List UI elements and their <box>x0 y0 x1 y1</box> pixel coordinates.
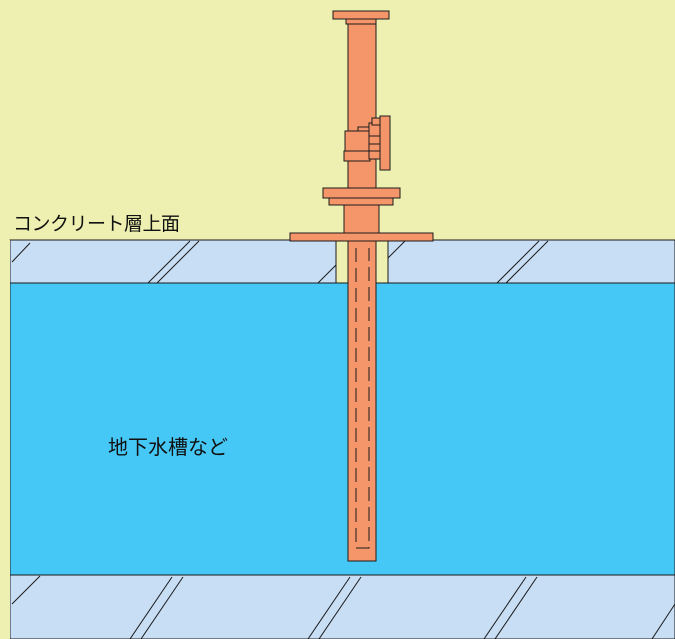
vertical-pump-icon <box>289 10 434 562</box>
tank-label: 地下水槽など <box>108 435 228 459</box>
upper-slab-hatching <box>11 240 549 284</box>
water-tank <box>9 282 675 576</box>
left-edge <box>0 240 10 639</box>
submerged-pipe <box>347 240 377 562</box>
upper-column <box>347 23 377 189</box>
base-plate <box>289 232 434 242</box>
motor-icon <box>343 115 391 171</box>
concrete-top-label: コンクリート層上面 <box>13 213 180 235</box>
lower-slab-hatching <box>11 575 675 639</box>
inner-shaft-dashed <box>355 248 370 549</box>
lower-concrete-slab <box>9 574 675 639</box>
